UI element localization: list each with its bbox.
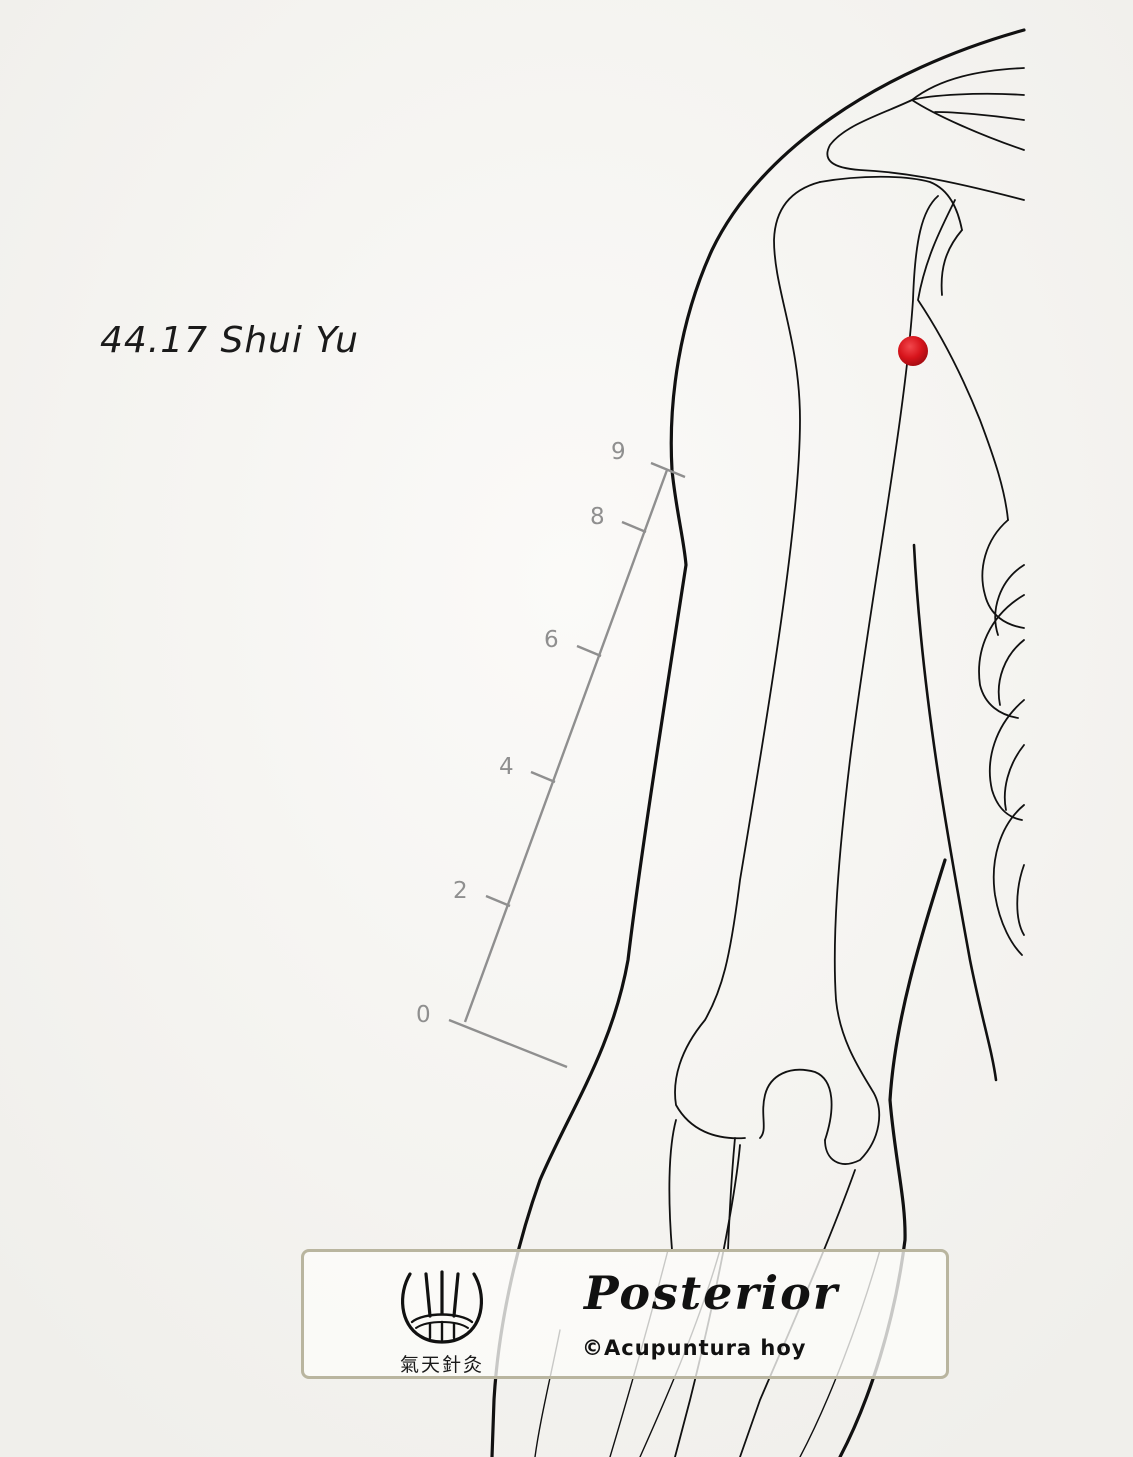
scale-label-2: 2 [453, 878, 468, 904]
copyright-text: ©Acupuntura hoy [582, 1336, 806, 1360]
caption-box: 氣天針灸 Posterior ©Acupuntura hoy [301, 1249, 949, 1379]
logo-text: 氣天針灸 [390, 1350, 494, 1377]
scale-label-9: 9 [611, 439, 626, 465]
acupoint-marker [898, 336, 928, 366]
scale-label-4: 4 [499, 754, 514, 780]
scale-label-8: 8 [590, 504, 605, 530]
logo-needles-icon [390, 1264, 494, 1350]
scale-label-0: 0 [416, 1002, 431, 1028]
view-label: Posterior [584, 1266, 839, 1320]
logo: 氣天針灸 [390, 1264, 494, 1376]
scale-label-6: 6 [544, 627, 559, 653]
point-title: 44.17 Shui Yu [100, 320, 359, 361]
